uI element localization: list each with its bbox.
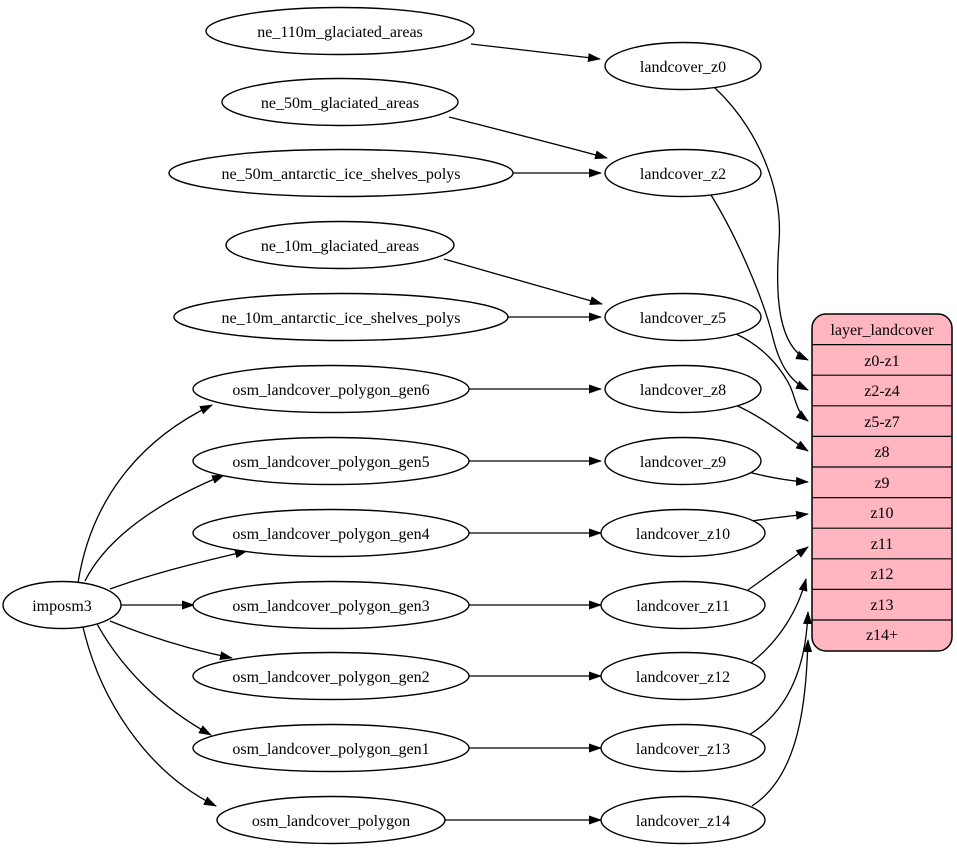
- edge-landcover_z11-row-z11: [747, 546, 809, 591]
- node-osm_landcover_polygon_gen6: osm_landcover_polygon_gen6: [192, 364, 470, 414]
- node-landcover_z11-label: landcover_z11: [636, 598, 730, 615]
- record-row-z14plus: z14+: [866, 627, 898, 644]
- node-osm_landcover_polygon_gen5: osm_landcover_polygon_gen5: [192, 436, 470, 486]
- node-landcover_z12: landcover_z12: [600, 651, 766, 701]
- edge-ne_10m_glaciated_areas-landcover_z5: [443, 258, 603, 305]
- record-row-z5-z7: z5-z7: [864, 414, 900, 431]
- node-ne_10m_glaciated_areas-label: ne_10m_glaciated_areas: [261, 238, 419, 255]
- node-landcover_z8-label: landcover_z8: [640, 382, 726, 399]
- node-landcover_z14-label: landcover_z14: [636, 813, 730, 830]
- record-row-z12: z12: [870, 566, 893, 583]
- node-ne_50m_antarctic_ice_shelves_polys-label: ne_50m_antarctic_ice_shelves_polys: [221, 166, 460, 183]
- node-ne_10m_antarctic_ice_shelves_polys: ne_10m_antarctic_ice_shelves_polys: [173, 292, 509, 342]
- node-osm_landcover_polygon_gen4: osm_landcover_polygon_gen4: [192, 508, 470, 558]
- edge-landcover_z13-row-z13: [748, 611, 813, 736]
- node-imposm3-label: imposm3: [32, 598, 92, 615]
- node-landcover_z2-label: landcover_z2: [640, 166, 726, 183]
- edge-landcover_z8-row-z8: [732, 403, 809, 452]
- edge-landcover_z9-row-z9: [747, 471, 809, 486]
- node-osm_landcover_polygon_gen3-label: osm_landcover_polygon_gen3: [232, 598, 429, 615]
- node-osm_landcover_polygon_gen4-label: osm_landcover_polygon_gen4: [232, 526, 429, 543]
- node-osm_landcover_polygon: osm_landcover_polygon: [216, 795, 446, 845]
- edge-imposm3-osm_landcover_polygon_gen5: [84, 474, 225, 582]
- node-ne_10m_antarctic_ice_shelves_polys-label: ne_10m_antarctic_ice_shelves_polys: [221, 310, 460, 327]
- record-row-z0-z1: z0-z1: [864, 353, 900, 370]
- edge-landcover_z5-row-z5-z7: [735, 333, 809, 422]
- edge-landcover_z12-row-z12: [750, 578, 808, 664]
- edges-group: [77, 43, 813, 825]
- node-ne_50m_glaciated_areas-label: ne_50m_glaciated_areas: [261, 95, 419, 112]
- node-landcover_z9-label: landcover_z9: [640, 454, 726, 471]
- edge-landcover_z2-row-z2-z4: [710, 194, 809, 391]
- node-landcover_z10-label: landcover_z10: [636, 526, 730, 543]
- edge-imposm3-osm_landcover_polygon_gen1: [95, 621, 212, 736]
- node-osm_landcover_polygon-label: osm_landcover_polygon: [252, 813, 410, 830]
- node-imposm3: imposm3: [2, 580, 122, 630]
- node-landcover_z10: landcover_z10: [600, 508, 766, 558]
- edge-ne_110m_glaciated_areas-landcover_z0: [470, 43, 601, 63]
- node-ne_110m_glaciated_areas: ne_110m_glaciated_areas: [205, 6, 475, 56]
- record-row-z2-z4: z2-z4: [864, 383, 900, 400]
- edge-imposm3-osm_landcover_polygon_gen4: [109, 549, 248, 590]
- record-row-z8: z8: [874, 444, 889, 461]
- node-osm_landcover_polygon_gen1: osm_landcover_polygon_gen1: [192, 723, 470, 773]
- record-row-z11: z11: [871, 536, 894, 553]
- edge-ne_50m_glaciated_areas-landcover_z2: [448, 116, 608, 160]
- record-row-z13: z13: [870, 597, 893, 614]
- node-landcover_z9: landcover_z9: [604, 436, 762, 486]
- node-osm_landcover_polygon_gen1-label: osm_landcover_polygon_gen1: [232, 741, 429, 758]
- node-landcover_z13: landcover_z13: [600, 723, 766, 773]
- edge-imposm3-osm_landcover_polygon_gen2: [109, 620, 233, 661]
- node-osm_landcover_polygon_gen2: osm_landcover_polygon_gen2: [192, 651, 470, 701]
- node-landcover_z11: landcover_z11: [600, 580, 766, 630]
- node-ne_50m_antarctic_ice_shelves_polys: ne_50m_antarctic_ice_shelves_polys: [168, 148, 514, 198]
- node-ne_110m_glaciated_areas-label: ne_110m_glaciated_areas: [257, 24, 423, 41]
- edge-landcover_z14-row-z14plus: [751, 639, 813, 807]
- node-osm_landcover_polygon_gen5-label: osm_landcover_polygon_gen5: [232, 454, 429, 471]
- node-ne_10m_glaciated_areas: ne_10m_glaciated_areas: [225, 220, 455, 270]
- node-landcover_z0-label: landcover_z0: [640, 59, 726, 76]
- node-osm_landcover_polygon_gen3: osm_landcover_polygon_gen3: [192, 580, 470, 630]
- nodes-group: imposm3 ne_110m_glaciated_areas ne_50m_g…: [2, 6, 766, 845]
- node-landcover_z0: landcover_z0: [604, 41, 762, 91]
- edge-imposm3-osm_landcover_polygon_gen6: [77, 404, 213, 584]
- node-osm_landcover_polygon_gen2-label: osm_landcover_polygon_gen2: [232, 669, 429, 686]
- record-title: layer_landcover: [830, 322, 934, 339]
- node-ne_50m_glaciated_areas: ne_50m_glaciated_areas: [221, 77, 459, 127]
- record-row-z9: z9: [874, 475, 889, 492]
- record-layer_landcover: layer_landcover z0-z1 z2-z4 z5-z7 z8 z9 …: [811, 313, 953, 652]
- node-landcover_z12-label: landcover_z12: [636, 669, 730, 686]
- node-landcover_z5-label: landcover_z5: [640, 310, 726, 327]
- edge-landcover_z0-row-z0-z1: [713, 86, 809, 361]
- edge-landcover_z10-row-z10: [751, 510, 809, 522]
- node-landcover_z8: landcover_z8: [604, 364, 762, 414]
- record-row-z10: z10: [870, 505, 893, 522]
- node-landcover_z13-label: landcover_z13: [636, 741, 730, 758]
- node-landcover_z14: landcover_z14: [600, 795, 766, 845]
- record-background: [811, 313, 953, 652]
- node-osm_landcover_polygon_gen6-label: osm_landcover_polygon_gen6: [232, 382, 429, 399]
- edge-imposm3-osm_landcover_polygon: [82, 626, 217, 807]
- node-landcover_z2: landcover_z2: [604, 148, 762, 198]
- node-landcover_z5: landcover_z5: [604, 292, 762, 342]
